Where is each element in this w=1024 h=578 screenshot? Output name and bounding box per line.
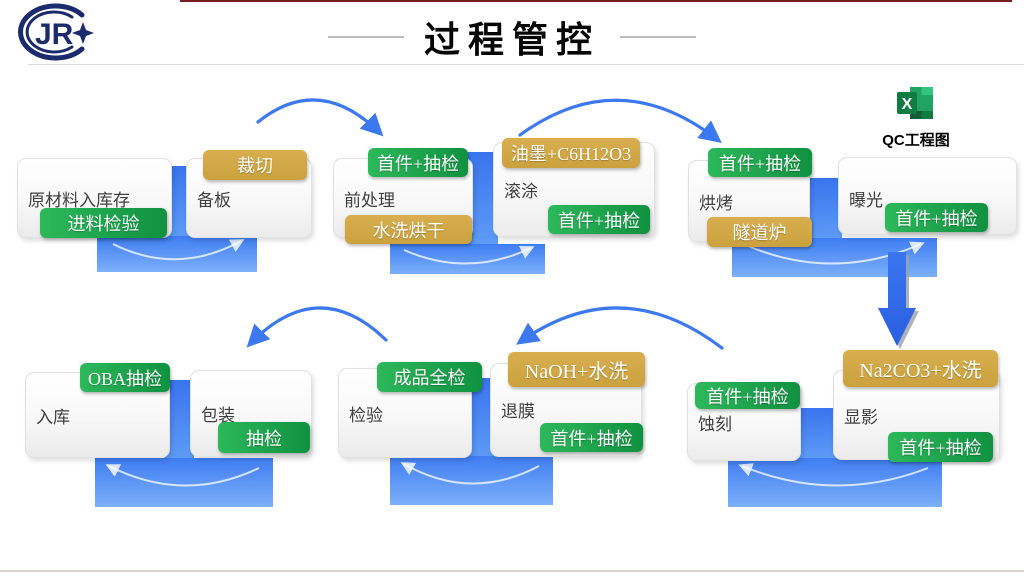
badge-sample: 抽检 [218, 422, 310, 453]
step-label: 入库 [36, 407, 70, 427]
connector-strip-6 [799, 408, 837, 460]
flow-arrow-4-icon [516, 306, 724, 350]
badge-naoh-wash: NaOH+水洗 [508, 352, 645, 387]
step-label: 检验 [349, 405, 383, 425]
badge-oba-sample: OBA抽检 [80, 363, 170, 392]
title-right-line [620, 36, 696, 38]
badge-first-sample: 首件+抽检 [885, 203, 988, 232]
badge-first-sample: 首件+抽检 [708, 148, 812, 177]
badge-first-sample: 首件+抽检 [695, 382, 800, 409]
page-title: 过程管控 [423, 20, 600, 60]
badge-first-sample: 首件+抽检 [540, 423, 643, 452]
smile-arrow-icon [403, 245, 535, 265]
connector-strip-1 [168, 166, 190, 238]
badge-first-sample: 首件+抽检 [548, 205, 650, 234]
down-arrow-icon [878, 252, 919, 349]
badge-first-sample: 首件+抽检 [888, 432, 993, 462]
connector-strip-3 [806, 178, 842, 240]
company-logo: JR [18, 3, 94, 61]
step-label: 滚涂 [504, 182, 538, 201]
step-label: 退膜 [501, 402, 535, 421]
smile-arrow-icon [738, 463, 929, 487]
badge-ink-c6h12o3: 油墨+C6H12O3 [502, 138, 640, 168]
smile-arrow-icon [105, 464, 260, 487]
connector-base-4 [95, 458, 273, 507]
badge-incoming-inspection: 进料检验 [40, 208, 167, 238]
svg-text:X: X [902, 96, 913, 113]
qc-shortcut-label[interactable]: QC工程图 [882, 132, 950, 149]
connector-base-2 [390, 244, 545, 274]
badge-full-inspection: 成品全检 [377, 362, 482, 392]
flow-arrow-2-icon [518, 98, 722, 143]
bottom-border-line [0, 570, 1024, 572]
header-title-row: 过程管控 [0, 14, 1024, 60]
step-label: 蚀刻 [698, 414, 732, 434]
badge-tunnel-furnace: 隧道炉 [707, 217, 812, 247]
flow-arrow-3-icon [246, 306, 388, 348]
step-label: 原材料入库存 [28, 190, 130, 210]
step-label: 备板 [197, 190, 231, 210]
top-accent-line [180, 0, 1012, 2]
smile-arrow-icon [747, 241, 925, 265]
flow-arrow-1-icon [256, 98, 384, 137]
logo-star-icon [72, 22, 94, 44]
excel-icon[interactable]: X [897, 85, 935, 121]
connector-base-6 [728, 458, 942, 507]
badge-wash-dry: 水洗烘干 [345, 215, 472, 244]
step-label: 前处理 [344, 190, 395, 210]
badge-cut: 裁切 [203, 150, 307, 180]
badge-first-sample: 首件+抽检 [368, 148, 468, 177]
badge-na2co3-wash: Na2CO3+水洗 [843, 350, 998, 387]
header-separator [28, 64, 1024, 65]
logo-text: JR [35, 18, 74, 51]
connector-base-1 [97, 236, 257, 272]
connector-base-5 [390, 456, 553, 505]
qc-diagram-shortcut[interactable]: X QC工程图 [855, 85, 977, 150]
step-label: 包装 [201, 406, 235, 425]
step-label: 烘烤 [699, 193, 733, 213]
smile-arrow-icon [400, 462, 540, 485]
smile-arrow-icon [112, 239, 245, 261]
step-label: 显影 [844, 408, 878, 427]
step-label: 曝光 [849, 191, 883, 210]
title-left-line [327, 36, 404, 38]
